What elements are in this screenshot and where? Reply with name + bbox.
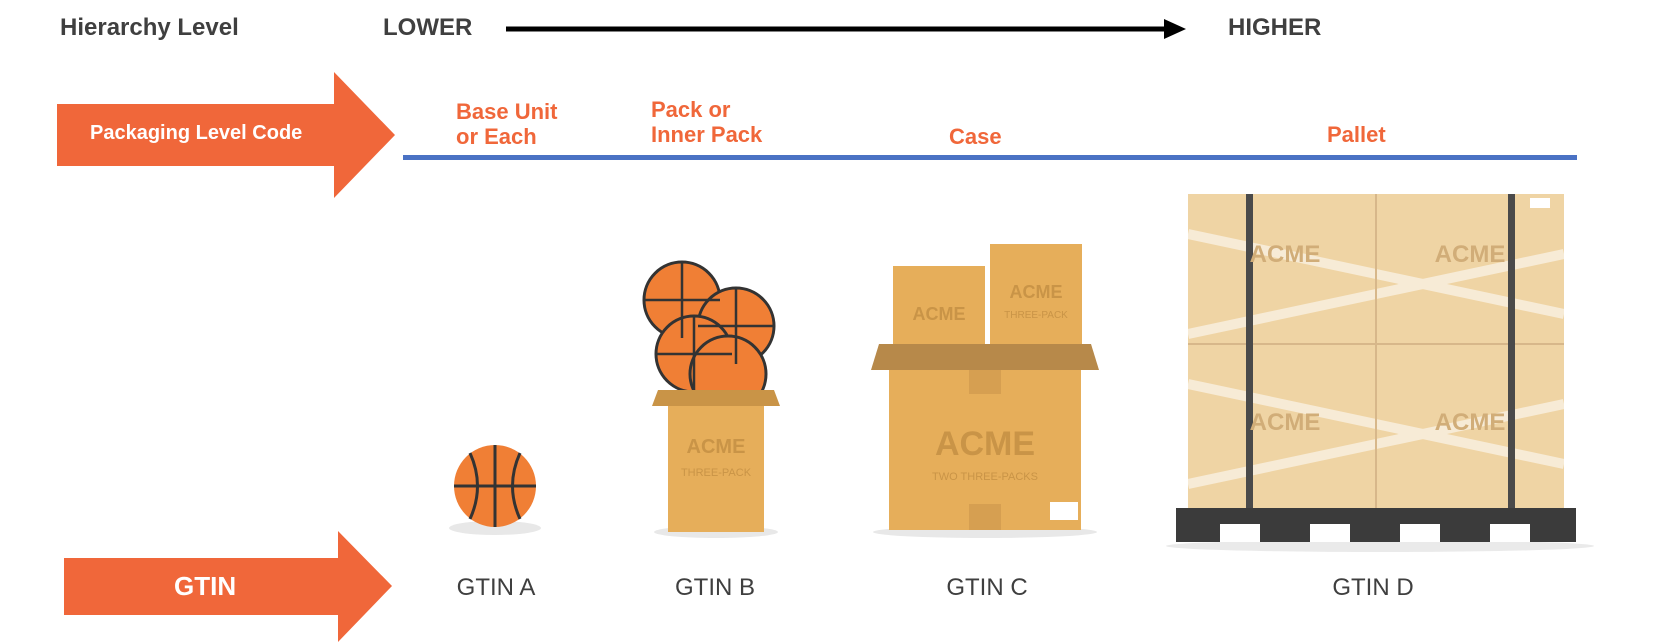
pallet-brand-3: ACME: [1250, 409, 1321, 436]
pallet-brand-2: ACME: [1435, 241, 1506, 268]
pallet-brand-4: ACME: [1435, 409, 1506, 436]
lower-label: LOWER: [383, 14, 473, 41]
packaging-level-arrow-shape: [57, 72, 395, 198]
level-label-base-unit-line1: Base Unit: [456, 99, 558, 124]
gtin-arrow-label: GTIN: [174, 571, 237, 601]
level-label-base-unit: Base Unit or Each: [456, 99, 557, 149]
gtin-b-label: GTIN B: [674, 574, 755, 601]
level-label-inner-pack-line1: Pack or: [651, 97, 731, 122]
level-label-base-unit-line2: or Each: [456, 124, 537, 149]
hierarchy-level-title: Hierarchy Level: [60, 14, 239, 41]
inner-pack-subtext: THREE-PACK: [681, 467, 752, 479]
direction-arrow: [506, 19, 1186, 39]
higher-label: HIGHER: [1228, 14, 1322, 41]
inner-pack-icon: ACME THREE-PACK: [642, 260, 780, 538]
gtin-a-label: GTIN A: [456, 574, 536, 601]
packaging-level-code-label: Packaging Level Code: [90, 122, 303, 144]
gtin-arrow-shape: [64, 531, 392, 642]
gtin-c-label: GTIN C: [946, 574, 1028, 601]
case-brand-text: ACME: [935, 425, 1035, 463]
case-subtext: TWO THREE-PACKS: [932, 471, 1038, 483]
case-box-icon: ACME ACME THREE-PACK ACME TWO THREE-PACK…: [871, 244, 1099, 538]
level-label-case: Case: [949, 124, 1002, 149]
pallet-brand-1: ACME: [1250, 241, 1321, 268]
gtin-d-label: GTIN D: [1332, 574, 1414, 601]
level-label-inner-pack-line2: Inner Pack: [651, 122, 763, 147]
level-label-pallet: Pallet: [1327, 122, 1386, 147]
case-inner-brand-2: ACME: [1010, 282, 1063, 302]
inner-pack-brand-text: ACME: [687, 436, 746, 458]
case-inner-subtext: THREE-PACK: [1004, 310, 1068, 321]
level-label-inner-pack: Pack or Inner Pack: [651, 97, 762, 147]
basketball-single-icon: [449, 445, 541, 535]
case-inner-brand-1: ACME: [913, 304, 966, 324]
level-divider-line: [403, 155, 1577, 160]
pallet-icon: ACME ACME ACME ACME: [1166, 194, 1594, 552]
